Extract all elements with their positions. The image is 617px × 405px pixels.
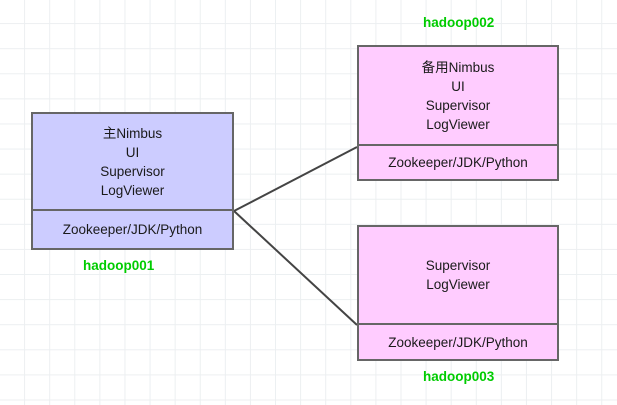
node-hadoop001[interactable]: 主Nimbus UI Supervisor LogViewer Zookeepe…: [31, 112, 234, 250]
node-hadoop002[interactable]: 备用Nimbus UI Supervisor LogViewer Zookeep…: [357, 45, 559, 181]
service-item: 备用Nimbus: [421, 59, 495, 75]
connector-hadoop001-hadoop002: [233, 146, 358, 212]
service-item: LogViewer: [426, 116, 490, 132]
service-item: LogViewer: [100, 182, 165, 198]
host-label-hadoop001: hadoop001: [83, 258, 155, 273]
connector-hadoop001-hadoop003: [233, 210, 358, 326]
host-label-hadoop002: hadoop002: [423, 15, 495, 30]
service-item: Supervisor: [425, 258, 491, 273]
host-label-hadoop003: hadoop003: [423, 369, 495, 384]
node-hadoop002-services: 备用Nimbus UI Supervisor LogViewer: [359, 47, 557, 144]
node-hadoop003-services: Supervisor LogViewer: [359, 227, 557, 323]
service-item: UI: [125, 144, 140, 160]
node-hadoop003[interactable]: Supervisor LogViewer Zookeeper/JDK/Pytho…: [357, 225, 559, 361]
node-hadoop001-base: Zookeeper/JDK/Python: [33, 209, 232, 248]
node-hadoop001-services: 主Nimbus UI Supervisor LogViewer: [33, 114, 232, 209]
service-item: Supervisor: [100, 163, 165, 179]
service-item: LogViewer: [426, 277, 490, 292]
service-item: Supervisor: [425, 97, 491, 113]
node-hadoop003-base: Zookeeper/JDK/Python: [359, 323, 557, 359]
node-hadoop002-base: Zookeeper/JDK/Python: [359, 144, 557, 179]
service-item: 主Nimbus: [102, 125, 163, 141]
service-item: UI: [451, 78, 465, 94]
